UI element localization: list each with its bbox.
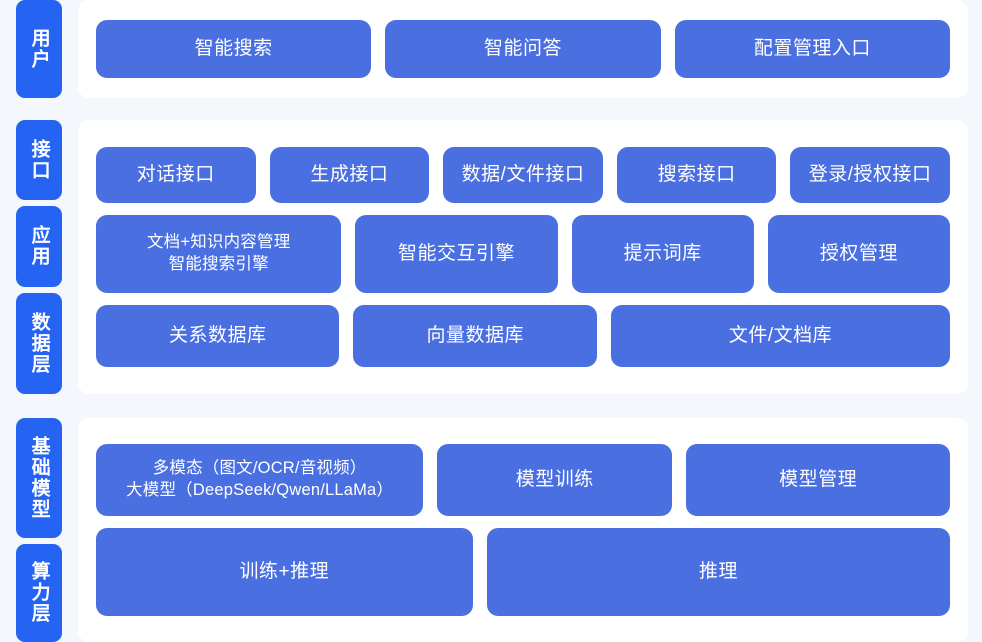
card-label: 智能交互引擎 [397, 243, 515, 265]
card-label: 提示词库 [623, 243, 702, 265]
card-intelligent-qa[interactable]: 智能问答 [385, 20, 661, 78]
rail-tab-base-model[interactable]: 基础模型 [16, 418, 62, 538]
rail-tab-label: 接口 [28, 139, 50, 182]
card-label: 训练+推理 [239, 561, 330, 583]
rail-tab-label: 基础模型 [28, 435, 50, 520]
card-dialog-api[interactable]: 对话接口 [96, 147, 256, 203]
card-prompt-library[interactable]: 提示词库 [571, 215, 754, 293]
card-label: 关系数据库 [168, 325, 267, 347]
rail-tab-label: 应用 [28, 225, 50, 268]
rail-tab-label: 用户 [28, 28, 50, 70]
rail-infrastructure-layer: 基础模型 算力层 [0, 418, 62, 642]
card-label: 对话接口 [136, 164, 215, 186]
card-relational-database[interactable]: 关系数据库 [96, 305, 340, 367]
section-infrastructure-layer: 基础模型 算力层 多模态（图文/OCR/音视频） 大模型（DeepSeek/Qw… [0, 418, 982, 642]
rail-tab-label: 数据层 [28, 311, 50, 375]
card-label: 向量数据库 [426, 325, 524, 347]
card-label: 数据/文件接口 [461, 164, 585, 186]
rail-tab-compute[interactable]: 算力层 [16, 543, 62, 642]
card-config-management-entry[interactable]: 配置管理入口 [674, 20, 950, 78]
row-data-store: 关系数据库 向量数据库 文件/文档库 [96, 305, 950, 367]
card-label: 搜索接口 [657, 164, 736, 186]
card-model-management[interactable]: 模型管理 [686, 444, 950, 516]
card-login-auth-api[interactable]: 登录/授权接口 [790, 147, 950, 203]
card-search-api[interactable]: 搜索接口 [616, 147, 777, 203]
card-file-document-store[interactable]: 文件/文档库 [610, 305, 950, 367]
rail-tab-data[interactable]: 数据层 [16, 292, 62, 394]
card-vector-database[interactable]: 向量数据库 [353, 305, 597, 367]
card-inference[interactable]: 推理 [486, 528, 950, 616]
card-label: 智能搜索 [194, 38, 273, 60]
row-application: 文档+知识内容管理 智能搜索引擎 智能交互引擎 提示词库 授权管理 [96, 215, 950, 293]
card-label: 配置管理入口 [753, 38, 871, 60]
card-doc-knowledge-management[interactable]: 文档+知识内容管理 智能搜索引擎 [96, 215, 342, 293]
row-user-entries: 智能搜索 智能问答 配置管理入口 [96, 20, 950, 78]
rail-tab-interface[interactable]: 接口 [16, 120, 62, 201]
card-label: 推理 [698, 561, 738, 583]
card-label: 智能问答 [483, 38, 562, 60]
card-label: 模型管理 [779, 469, 858, 491]
section-user-layer: 用户 智能搜索 智能问答 配置管理入口 [0, 0, 982, 98]
row-interface: 对话接口 生成接口 数据/文件接口 搜索接口 登录/授权接口 [96, 147, 950, 203]
card-multimodal-large-model[interactable]: 多模态（图文/OCR/音视频） 大模型（DeepSeek/Qwen/LLaMa） [96, 444, 424, 516]
card-generation-api[interactable]: 生成接口 [269, 147, 430, 203]
card-label: 生成接口 [310, 164, 389, 186]
panel-infrastructure-layer: 多模态（图文/OCR/音视频） 大模型（DeepSeek/Qwen/LLaMa）… [78, 418, 968, 642]
card-model-training[interactable]: 模型训练 [437, 444, 673, 516]
card-label: 授权管理 [819, 243, 898, 265]
rail-user-layer: 用户 [0, 0, 62, 98]
card-label: 文件/文档库 [728, 325, 833, 347]
rail-tab-user[interactable]: 用户 [16, 0, 62, 98]
card-data-file-api[interactable]: 数据/文件接口 [443, 147, 603, 203]
rail-tab-application[interactable]: 应用 [16, 206, 62, 287]
row-model: 多模态（图文/OCR/音视频） 大模型（DeepSeek/Qwen/LLaMa）… [96, 444, 950, 516]
card-training-inference[interactable]: 训练+推理 [96, 528, 473, 616]
card-authorization-management[interactable]: 授权管理 [767, 215, 950, 293]
card-label: 登录/授权接口 [808, 164, 932, 186]
card-label: 模型训练 [515, 469, 594, 491]
rail-tab-label: 算力层 [28, 561, 50, 625]
section-platform-layer: 接口 应用 数据层 对话接口 生成接口 数据/文件接口 [0, 120, 982, 394]
card-label: 文档+知识内容管理 智能搜索引擎 [146, 233, 291, 273]
panel-platform-layer: 对话接口 生成接口 数据/文件接口 搜索接口 登录/授权接口 文档+知识内容管理… [78, 120, 968, 394]
rail-platform-layer: 接口 应用 数据层 [0, 120, 62, 394]
card-interaction-engine[interactable]: 智能交互引擎 [355, 215, 558, 293]
row-compute: 训练+推理 推理 [96, 528, 950, 616]
panel-user-layer: 智能搜索 智能问答 配置管理入口 [78, 0, 968, 98]
card-intelligent-search[interactable]: 智能搜索 [96, 20, 372, 78]
card-label: 多模态（图文/OCR/音视频） 大模型（DeepSeek/Qwen/LLaMa） [126, 459, 394, 499]
